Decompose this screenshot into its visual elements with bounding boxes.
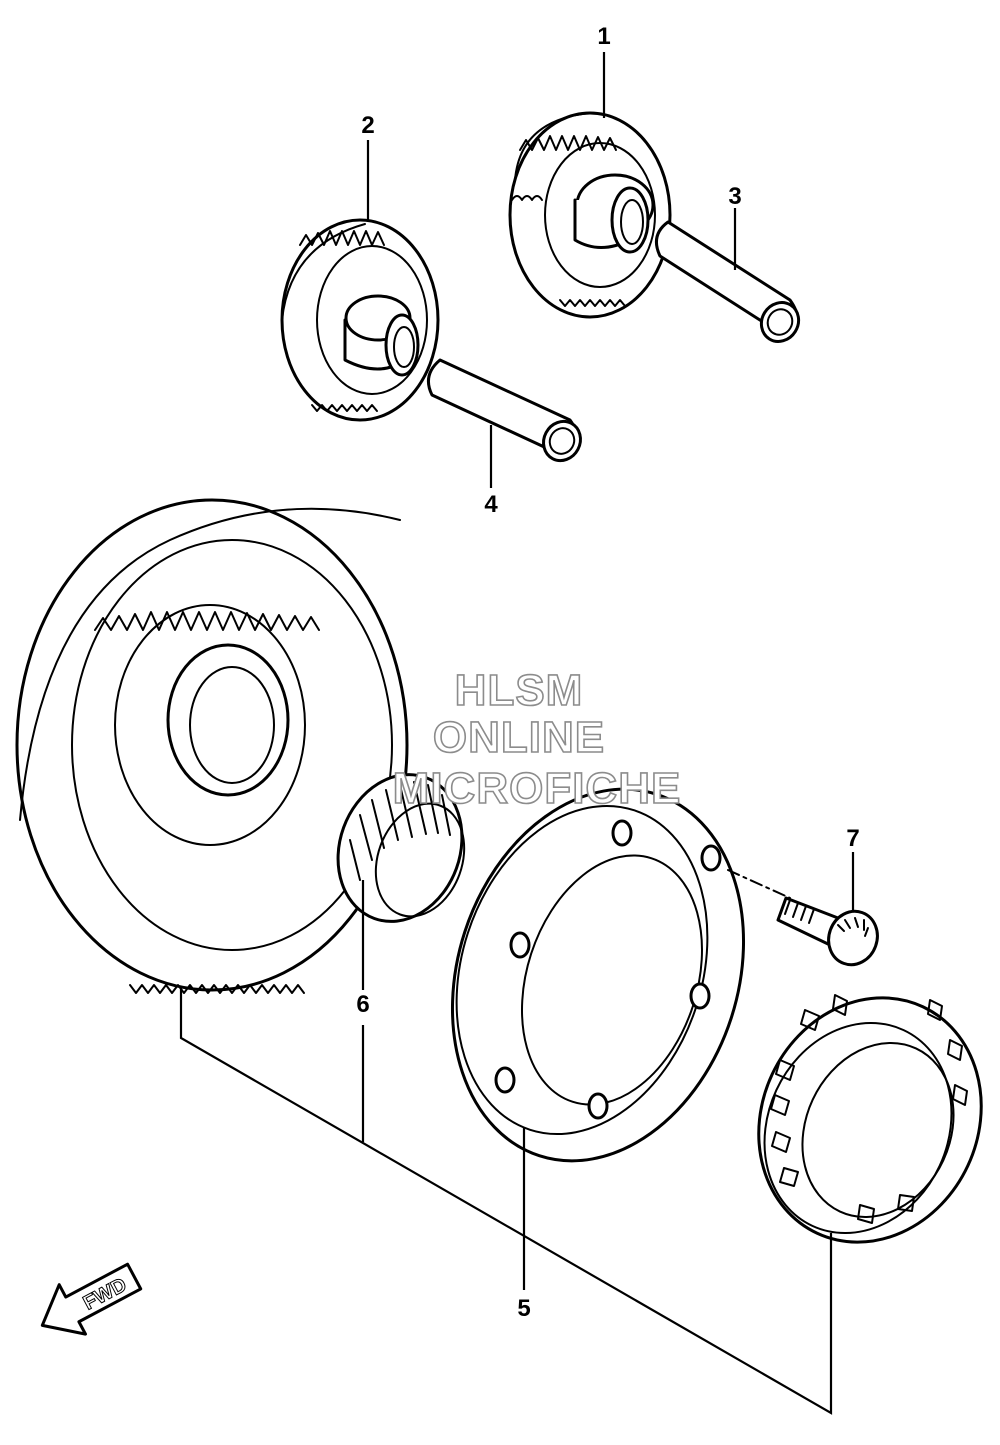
leader-lines — [179, 52, 855, 1415]
callout-2: 2 — [361, 112, 374, 139]
fwd-arrow-icon: FWD — [40, 1262, 143, 1336]
watermark-line-3: MICROFICHE — [393, 764, 682, 813]
watermark-line-2: ONLINE — [433, 713, 605, 762]
one-way-clutch[interactable] — [719, 961, 1000, 1279]
part-1-idle-gear[interactable] — [508, 111, 672, 319]
callouts: 1 2 3 4 5 6 7 — [356, 23, 859, 1322]
part-6-needle-bearing[interactable] — [318, 757, 482, 939]
part-5-clutch-housing[interactable] — [406, 751, 790, 1199]
part-3-shaft[interactable] — [654, 220, 805, 348]
watermark-line-1: HLSM — [455, 666, 584, 715]
callout-5: 5 — [517, 1295, 530, 1322]
part-4-shaft[interactable] — [426, 358, 587, 467]
starter-driven-gear[interactable] — [15, 498, 409, 994]
part-7-bolt[interactable] — [727, 869, 885, 972]
callout-1: 1 — [597, 23, 610, 50]
part-2-idle-gear[interactable] — [280, 218, 440, 422]
watermark: HLSM ONLINE MICROFICHE — [392, 665, 682, 814]
callout-6: 6 — [356, 991, 369, 1018]
callout-4: 4 — [484, 491, 498, 518]
callout-7: 7 — [846, 825, 859, 852]
callout-3: 3 — [728, 183, 741, 210]
